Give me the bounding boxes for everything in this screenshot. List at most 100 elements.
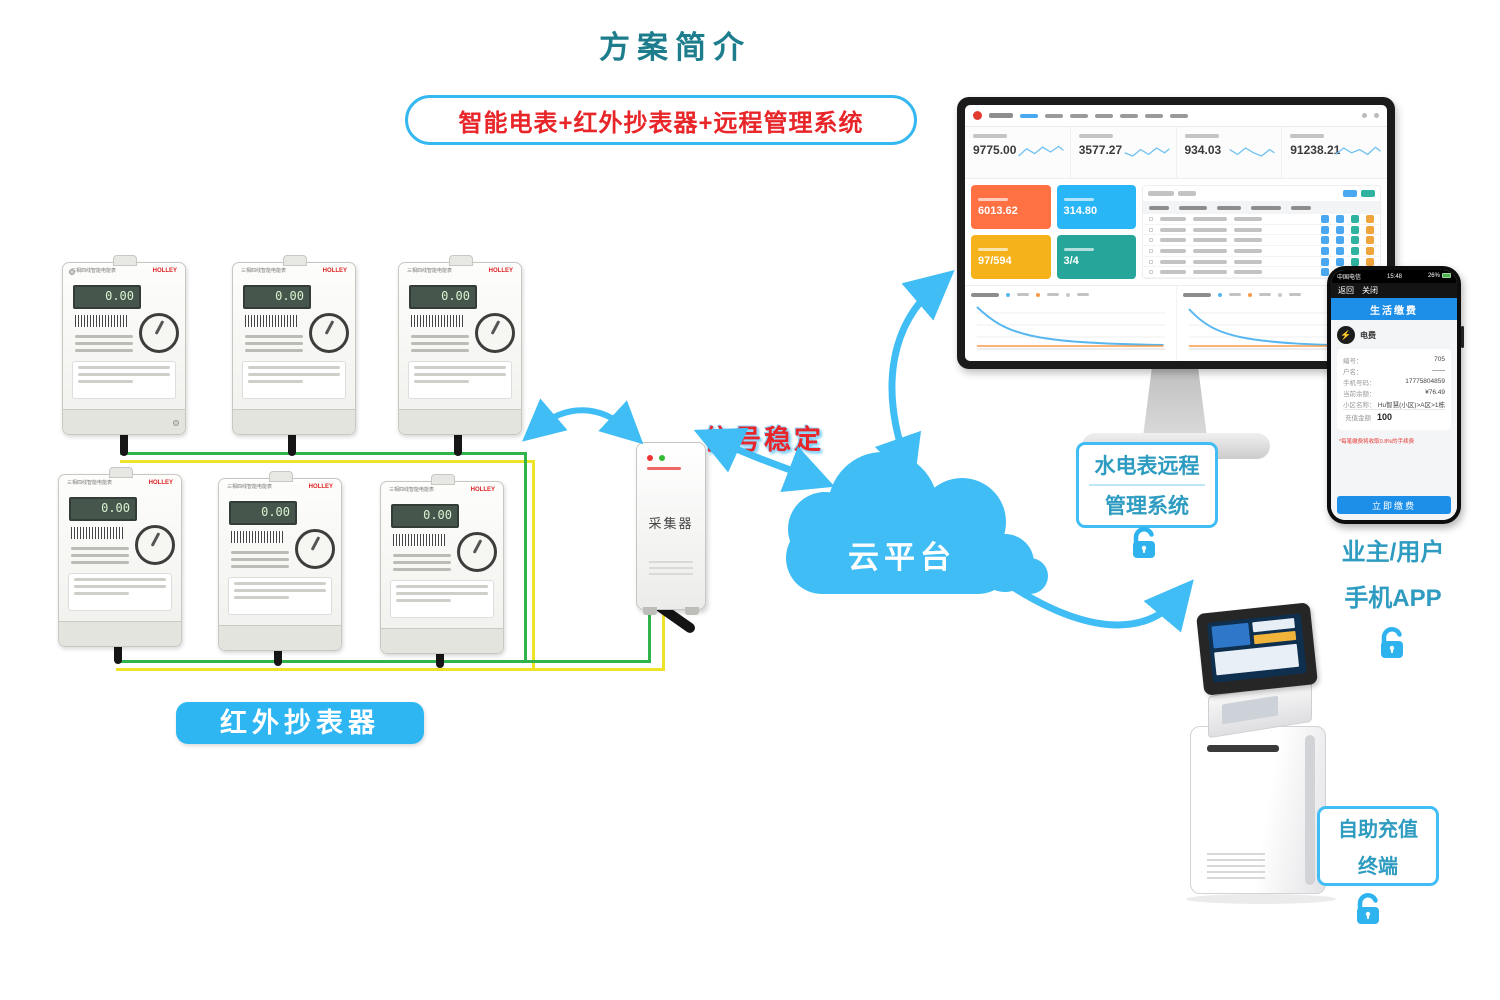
meter-spec-text <box>75 335 133 356</box>
table-row[interactable] <box>1143 246 1380 257</box>
meter-lcd: 0.00 <box>73 285 141 309</box>
wire-yellow-row2 <box>116 668 665 671</box>
meter-infrared-port-icon <box>475 313 515 353</box>
wire-green-row1 <box>120 452 524 455</box>
monitor: 9775.00 3577.27 934.03 91238.21 <box>957 97 1395 369</box>
field-row: 小区名称：Hu智慧(小区)>A区>1栋 <box>1343 401 1445 409</box>
meter-barcode <box>393 534 445 546</box>
dashboard-charts <box>965 285 1387 361</box>
terminal-pedestal <box>1190 726 1326 894</box>
dashboard-nav-item[interactable] <box>1020 113 1038 118</box>
table-row[interactable] <box>1143 225 1380 236</box>
collector-device: 采集器 <box>636 442 706 615</box>
dashboard-nav-item[interactable] <box>1095 113 1113 118</box>
meter-lcd: 0.00 <box>243 285 311 309</box>
chart-legend <box>971 290 1170 299</box>
meter-lcd: 0.00 <box>229 501 297 525</box>
meter-model-label: 三相四线智能电能表 <box>407 268 453 274</box>
wire-green-row2 <box>116 660 651 663</box>
meter-spec-text <box>231 551 289 572</box>
meter-terminal-cover <box>59 621 181 646</box>
stat-cell: 934.03 <box>1177 127 1283 178</box>
wire-yellow-riser <box>532 460 535 671</box>
table-button[interactable] <box>1343 190 1357 197</box>
dashboard-stats-row: 9775.00 3577.27 934.03 91238.21 <box>965 127 1387 179</box>
collector-grooves <box>649 559 693 575</box>
dashboard-brand <box>989 113 1013 118</box>
phone-nav-bar: 返回 关闭 <box>1331 283 1457 298</box>
meter-nameplate <box>72 361 176 399</box>
dashboard-card: 6013.62 <box>971 185 1051 229</box>
table-toolbar <box>1143 186 1380 201</box>
stat-value: 934.03 <box>1184 143 1222 157</box>
meter-infrared-port-icon <box>309 313 349 353</box>
back-button[interactable]: 返回 <box>1338 286 1354 295</box>
phone-battery: 26% <box>1428 273 1451 280</box>
dashboard-nav-item[interactable] <box>1170 113 1188 118</box>
table-row[interactable] <box>1143 214 1380 225</box>
meter-barcode <box>71 527 123 539</box>
phone-screen: 中国电信 15:48 26% 返回 关闭 生活缴费 ⚡ 电费 编号：705 户名… <box>1331 270 1457 520</box>
dashboard-navbar <box>965 105 1387 127</box>
meter-lcd: 0.00 <box>409 285 477 309</box>
terminal-vents <box>1207 853 1265 879</box>
cloud-platform: 云平台 <box>780 448 1050 616</box>
phone-time: 15:48 <box>1386 273 1402 280</box>
fee-note: *每笔缴费将收取0.8%的手续费 <box>1339 439 1415 445</box>
close-button[interactable]: 关闭 <box>1362 286 1378 295</box>
app-body: ⚡ 电费 编号：705 户名：—— 手机号码：17775804859 当前余额：… <box>1331 320 1457 520</box>
meter-terminal-cover <box>233 409 355 434</box>
stat-value: 91238.21 <box>1290 143 1341 157</box>
infrared-reader-label: 红外抄表器 <box>176 702 424 744</box>
stat-cell: 9775.00 <box>965 127 1071 178</box>
field-row: 当前余额：¥76.49 <box>1343 389 1445 398</box>
table-row[interactable] <box>1143 257 1380 268</box>
card-value: 3/4 <box>1063 254 1079 267</box>
phone-status-bar: 中国电信 15:48 26% <box>1331 270 1457 283</box>
meter-lcd: 0.00 <box>69 497 137 521</box>
signal-stable-label: 信号稳定 <box>704 425 824 455</box>
terminal-label-line1: 自助充值 <box>1338 819 1418 841</box>
cloud-label: 云平台 <box>848 540 956 575</box>
meter-nameplate <box>390 580 494 618</box>
monitor-stand <box>1143 367 1207 437</box>
meter-model-label: 三相四线智能电能表 <box>227 484 273 490</box>
meter-lcd: 0.00 <box>391 504 459 528</box>
stat-cell: 91238.21 <box>1282 127 1387 178</box>
owner-label-line1: 业主/用户 <box>1341 539 1445 566</box>
app-title-bar: 生活缴费 <box>1331 298 1457 320</box>
arrow-cloud-monitor <box>874 270 955 486</box>
meter-brand-logo: HOLLEY <box>322 268 347 274</box>
stat-value: 9775.00 <box>973 143 1017 157</box>
usage-line-chart <box>965 286 1177 361</box>
service-row: ⚡ 电费 <box>1337 326 1451 344</box>
smart-meter: 三相四线智能电能表 HOLLEY 0.00 <box>62 255 186 435</box>
table-row[interactable] <box>1143 235 1380 247</box>
dashboard-card: 3/4 <box>1056 235 1136 279</box>
security-lock-icon <box>1126 524 1162 562</box>
stat-value: 3577.27 <box>1078 143 1123 157</box>
dashboard-nav-item[interactable] <box>1045 113 1063 118</box>
terminal-screen-housing <box>1196 602 1318 696</box>
account-card: 编号：705 户名：—— 手机号码：17775804859 当前余额：¥76.4… <box>1337 349 1451 430</box>
solution-banner-text: 智能电表+红外抄表器+远程管理系统 <box>458 109 864 137</box>
meter-brand-logo: HOLLEY <box>148 480 173 486</box>
dashboard-user-icon[interactable] <box>1374 113 1379 118</box>
meter-spec-text <box>393 554 451 575</box>
meter-brand-logo: HOLLEY <box>470 487 495 493</box>
electricity-bolt-icon: ⚡ <box>1337 326 1355 344</box>
dashboard-nav-item[interactable] <box>1070 113 1088 118</box>
security-lock-icon <box>1374 624 1410 662</box>
table-button[interactable] <box>1361 190 1375 197</box>
terminal-screen[interactable] <box>1207 613 1307 683</box>
dashboard-nav-item[interactable] <box>1120 113 1138 118</box>
recharge-amount-input[interactable]: 100 <box>1377 412 1393 422</box>
meter-brand-logo: HOLLEY <box>152 268 177 274</box>
dashboard-nav-item[interactable] <box>1145 113 1163 118</box>
meter-infrared-port-icon <box>135 525 175 565</box>
pay-now-button[interactable]: 立即缴费 <box>1337 496 1451 514</box>
dashboard-bell-icon[interactable] <box>1362 113 1367 118</box>
